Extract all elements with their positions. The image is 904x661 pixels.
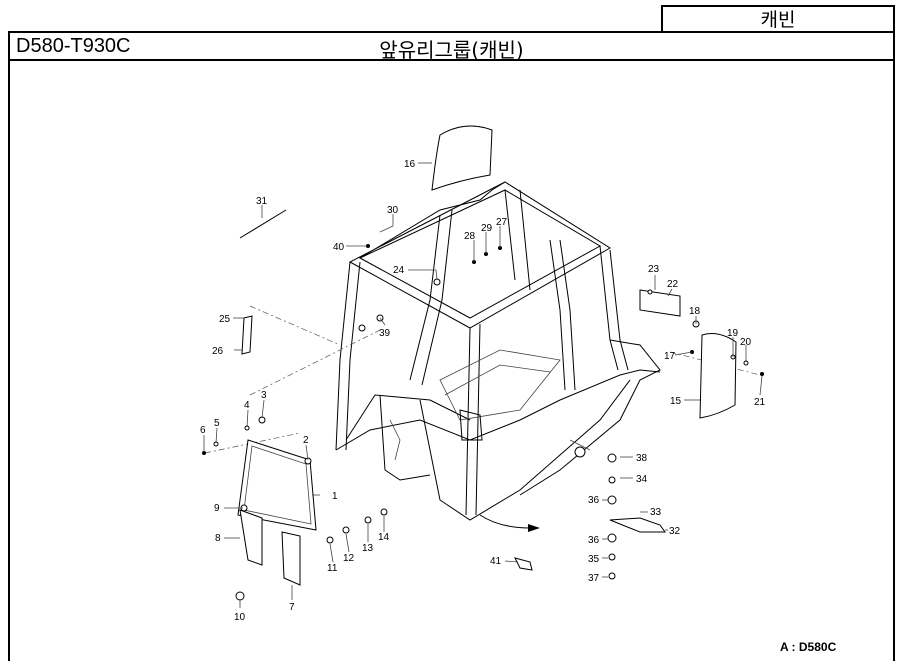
callout-13: 13 bbox=[362, 543, 374, 554]
callout-5: 5 bbox=[214, 418, 220, 429]
page-title: 앞유리그룹(캐빈) bbox=[379, 38, 524, 62]
callout-28: 28 bbox=[464, 231, 476, 242]
rear-glass-16 bbox=[431, 125, 493, 191]
callout-11: 11 bbox=[327, 563, 338, 574]
callout-3: 3 bbox=[261, 390, 267, 401]
callout-37: 37 bbox=[588, 573, 600, 584]
callout-30: 30 bbox=[387, 205, 399, 216]
callout-18: 18 bbox=[689, 306, 701, 317]
model-code: D580-T930C bbox=[16, 35, 131, 57]
callout-6: 6 bbox=[200, 425, 206, 436]
panel-22 bbox=[639, 289, 681, 317]
category-tag: 캐빈 bbox=[661, 5, 895, 31]
callout-9: 9 bbox=[214, 503, 220, 514]
callout-38: 38 bbox=[636, 453, 648, 464]
callout-10: 10 bbox=[234, 612, 246, 623]
panel-8 bbox=[239, 509, 263, 566]
drawing-frame bbox=[8, 59, 895, 661]
callout-23: 23 bbox=[648, 264, 660, 275]
callout-29: 29 bbox=[481, 223, 493, 234]
callout-2: 2 bbox=[303, 435, 309, 446]
callout-21: 21 bbox=[754, 397, 766, 408]
callout-24: 24 bbox=[393, 265, 405, 276]
model-footnote: A : D580C bbox=[780, 640, 837, 654]
callout-35: 35 bbox=[588, 554, 600, 565]
callout-16: 16 bbox=[404, 159, 416, 170]
side-window-15 bbox=[699, 333, 737, 419]
hinge-33-32 bbox=[609, 517, 666, 533]
callout-36a: 36 bbox=[588, 495, 600, 506]
callout-17: 17 bbox=[664, 351, 676, 362]
leader-lines bbox=[203, 162, 763, 608]
callout-32: 32 bbox=[669, 526, 681, 537]
callout-labels: 16 31 30 27 29 28 40 24 23 22 25 39 18 1… bbox=[200, 159, 766, 623]
callout-40: 40 bbox=[333, 242, 345, 253]
callout-8: 8 bbox=[215, 533, 221, 544]
callout-31: 31 bbox=[256, 196, 268, 207]
door-glass-1 bbox=[237, 439, 317, 531]
title-bar: D580-T930C 앞유리그룹(캐빈) bbox=[8, 31, 895, 62]
callout-33: 33 bbox=[650, 507, 662, 518]
callout-20: 20 bbox=[740, 337, 752, 348]
callout-12: 12 bbox=[343, 553, 355, 564]
small-hardware bbox=[202, 244, 764, 601]
callout-39: 39 bbox=[379, 328, 391, 339]
cab-frame bbox=[335, 181, 661, 521]
callout-36b: 36 bbox=[588, 535, 600, 546]
callout-22: 22 bbox=[667, 279, 679, 290]
callout-26: 26 bbox=[212, 346, 224, 357]
callout-41: 41 bbox=[490, 556, 502, 567]
callout-1: 1 bbox=[332, 491, 338, 502]
callout-4: 4 bbox=[244, 400, 250, 411]
callout-34: 34 bbox=[636, 474, 648, 485]
callout-14: 14 bbox=[378, 532, 390, 543]
callout-25: 25 bbox=[219, 314, 231, 325]
latch-41 bbox=[514, 557, 533, 571]
panel-7 bbox=[281, 531, 301, 586]
rod-31 bbox=[239, 209, 287, 239]
callout-7: 7 bbox=[289, 602, 295, 613]
callout-27: 27 bbox=[496, 217, 508, 228]
bracket-26 bbox=[241, 315, 253, 355]
callout-19: 19 bbox=[727, 328, 739, 339]
callout-15: 15 bbox=[670, 396, 682, 407]
